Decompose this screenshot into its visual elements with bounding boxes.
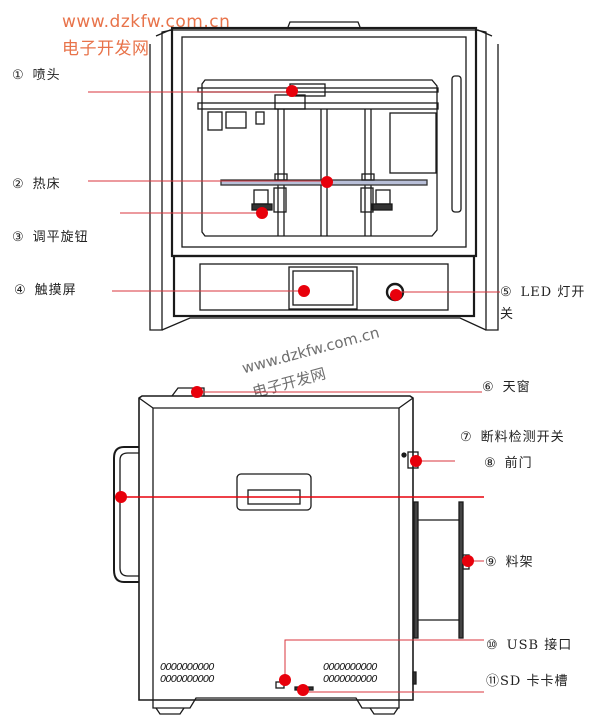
leader-usb xyxy=(284,639,484,680)
callout-label-skylight: ⑥ 天窗 xyxy=(482,376,531,395)
callout-number: ⑪ xyxy=(486,674,501,689)
callout-text-continued: 关 xyxy=(500,307,515,322)
touch-screen xyxy=(288,266,358,310)
callout-number: ⑦ xyxy=(460,430,473,445)
dot-front-door xyxy=(115,491,127,503)
dot-touchscreen xyxy=(298,285,310,297)
side-base xyxy=(152,697,400,709)
side-recess-handle xyxy=(236,473,312,511)
vents-right: 0000000000 0000000000 xyxy=(323,662,378,685)
callout-dots xyxy=(115,85,474,696)
front-view xyxy=(149,21,499,331)
callout-label-sd: ⑪SD 卡卡槽 xyxy=(486,670,568,689)
dot-spool-holder xyxy=(462,555,474,567)
front-base xyxy=(161,317,487,331)
callout-number: ⑨ xyxy=(485,555,498,570)
callout-number: ⑤ xyxy=(500,285,513,300)
callout-text: LED 灯开 xyxy=(520,285,586,300)
dot-filament-sensor xyxy=(410,455,422,467)
callout-number: ③ xyxy=(12,230,25,245)
callout-label-touchscreen: ④ 触摸屏 xyxy=(14,279,77,298)
svg-text:0000000000: 0000000000 xyxy=(160,662,214,673)
right-pillar xyxy=(475,29,499,331)
front-door-frame xyxy=(170,26,478,258)
callout-label-led-switch: ⑤ LED 灯开 关 xyxy=(500,282,585,326)
callout-text: USB 接口 xyxy=(506,638,573,653)
vents-left: 0000000000 0000000000 xyxy=(160,662,215,685)
callout-number: ④ xyxy=(14,283,27,298)
callout-text: SD 卡卡槽 xyxy=(500,674,569,689)
dot-leveling-knob xyxy=(256,207,268,219)
callout-label-heatbed: ② 热床 xyxy=(12,173,61,192)
print-chamber xyxy=(201,79,438,237)
svg-text:0000000000: 0000000000 xyxy=(323,674,377,685)
side-carry-handle xyxy=(113,446,139,583)
x-gantry xyxy=(197,102,439,110)
control-panel-inset xyxy=(199,263,449,311)
callout-number: ⑥ xyxy=(482,380,495,395)
front-door-glass xyxy=(181,36,467,248)
control-panel xyxy=(172,254,476,318)
extruder-block xyxy=(274,94,306,110)
callout-label-nozzle: ① 喷头 xyxy=(12,64,61,83)
callout-number: ② xyxy=(12,177,25,192)
dot-nozzle xyxy=(286,85,298,97)
side-view: 0000000000 0000000000 0000000000 0000000… xyxy=(113,387,470,715)
spool-flange-left xyxy=(413,501,419,639)
left-pillar xyxy=(149,29,173,331)
callout-text: 喷头 xyxy=(32,68,61,83)
dot-skylight xyxy=(191,386,203,398)
callout-number: ⑩ xyxy=(486,638,499,653)
callout-label-leveling-knob: ③ 调平旋钮 xyxy=(12,226,89,245)
side-panel xyxy=(389,112,437,174)
door-handle xyxy=(451,75,462,213)
callout-label-filament-sensor: ⑦ 断料检测开关 xyxy=(460,426,565,445)
dot-sd xyxy=(297,684,309,696)
spool-flange-right xyxy=(458,501,464,639)
dot-heatbed xyxy=(321,176,333,188)
top-handle xyxy=(287,21,361,28)
dot-usb xyxy=(279,674,291,686)
callout-text: 前门 xyxy=(504,456,533,471)
callout-label-usb: ⑩ USB 接口 xyxy=(486,634,572,653)
callout-text: 料架 xyxy=(505,555,534,570)
callout-text: 天窗 xyxy=(502,380,531,395)
callout-text: 热床 xyxy=(32,177,61,192)
callout-text: 触摸屏 xyxy=(34,283,77,298)
dot-led-switch xyxy=(390,289,402,301)
callout-label-front-door: ⑧ 前门 xyxy=(484,452,533,471)
callout-text: 调平旋钮 xyxy=(32,230,89,245)
side-body xyxy=(138,395,414,701)
callout-number: ⑧ xyxy=(484,456,497,471)
callout-label-spool-holder: ⑨ 料架 xyxy=(485,551,534,570)
leveling-knob-right xyxy=(375,189,391,205)
watermark-site-name: 电子开发网 xyxy=(62,39,150,59)
leveling-knob-left xyxy=(253,189,269,205)
callout-text: 断料检测开关 xyxy=(480,430,565,445)
svg-text:0000000000: 0000000000 xyxy=(323,662,377,673)
leader-lines xyxy=(88,91,500,693)
svg-text:0000000000: 0000000000 xyxy=(160,674,214,685)
callout-number: ① xyxy=(12,68,25,83)
